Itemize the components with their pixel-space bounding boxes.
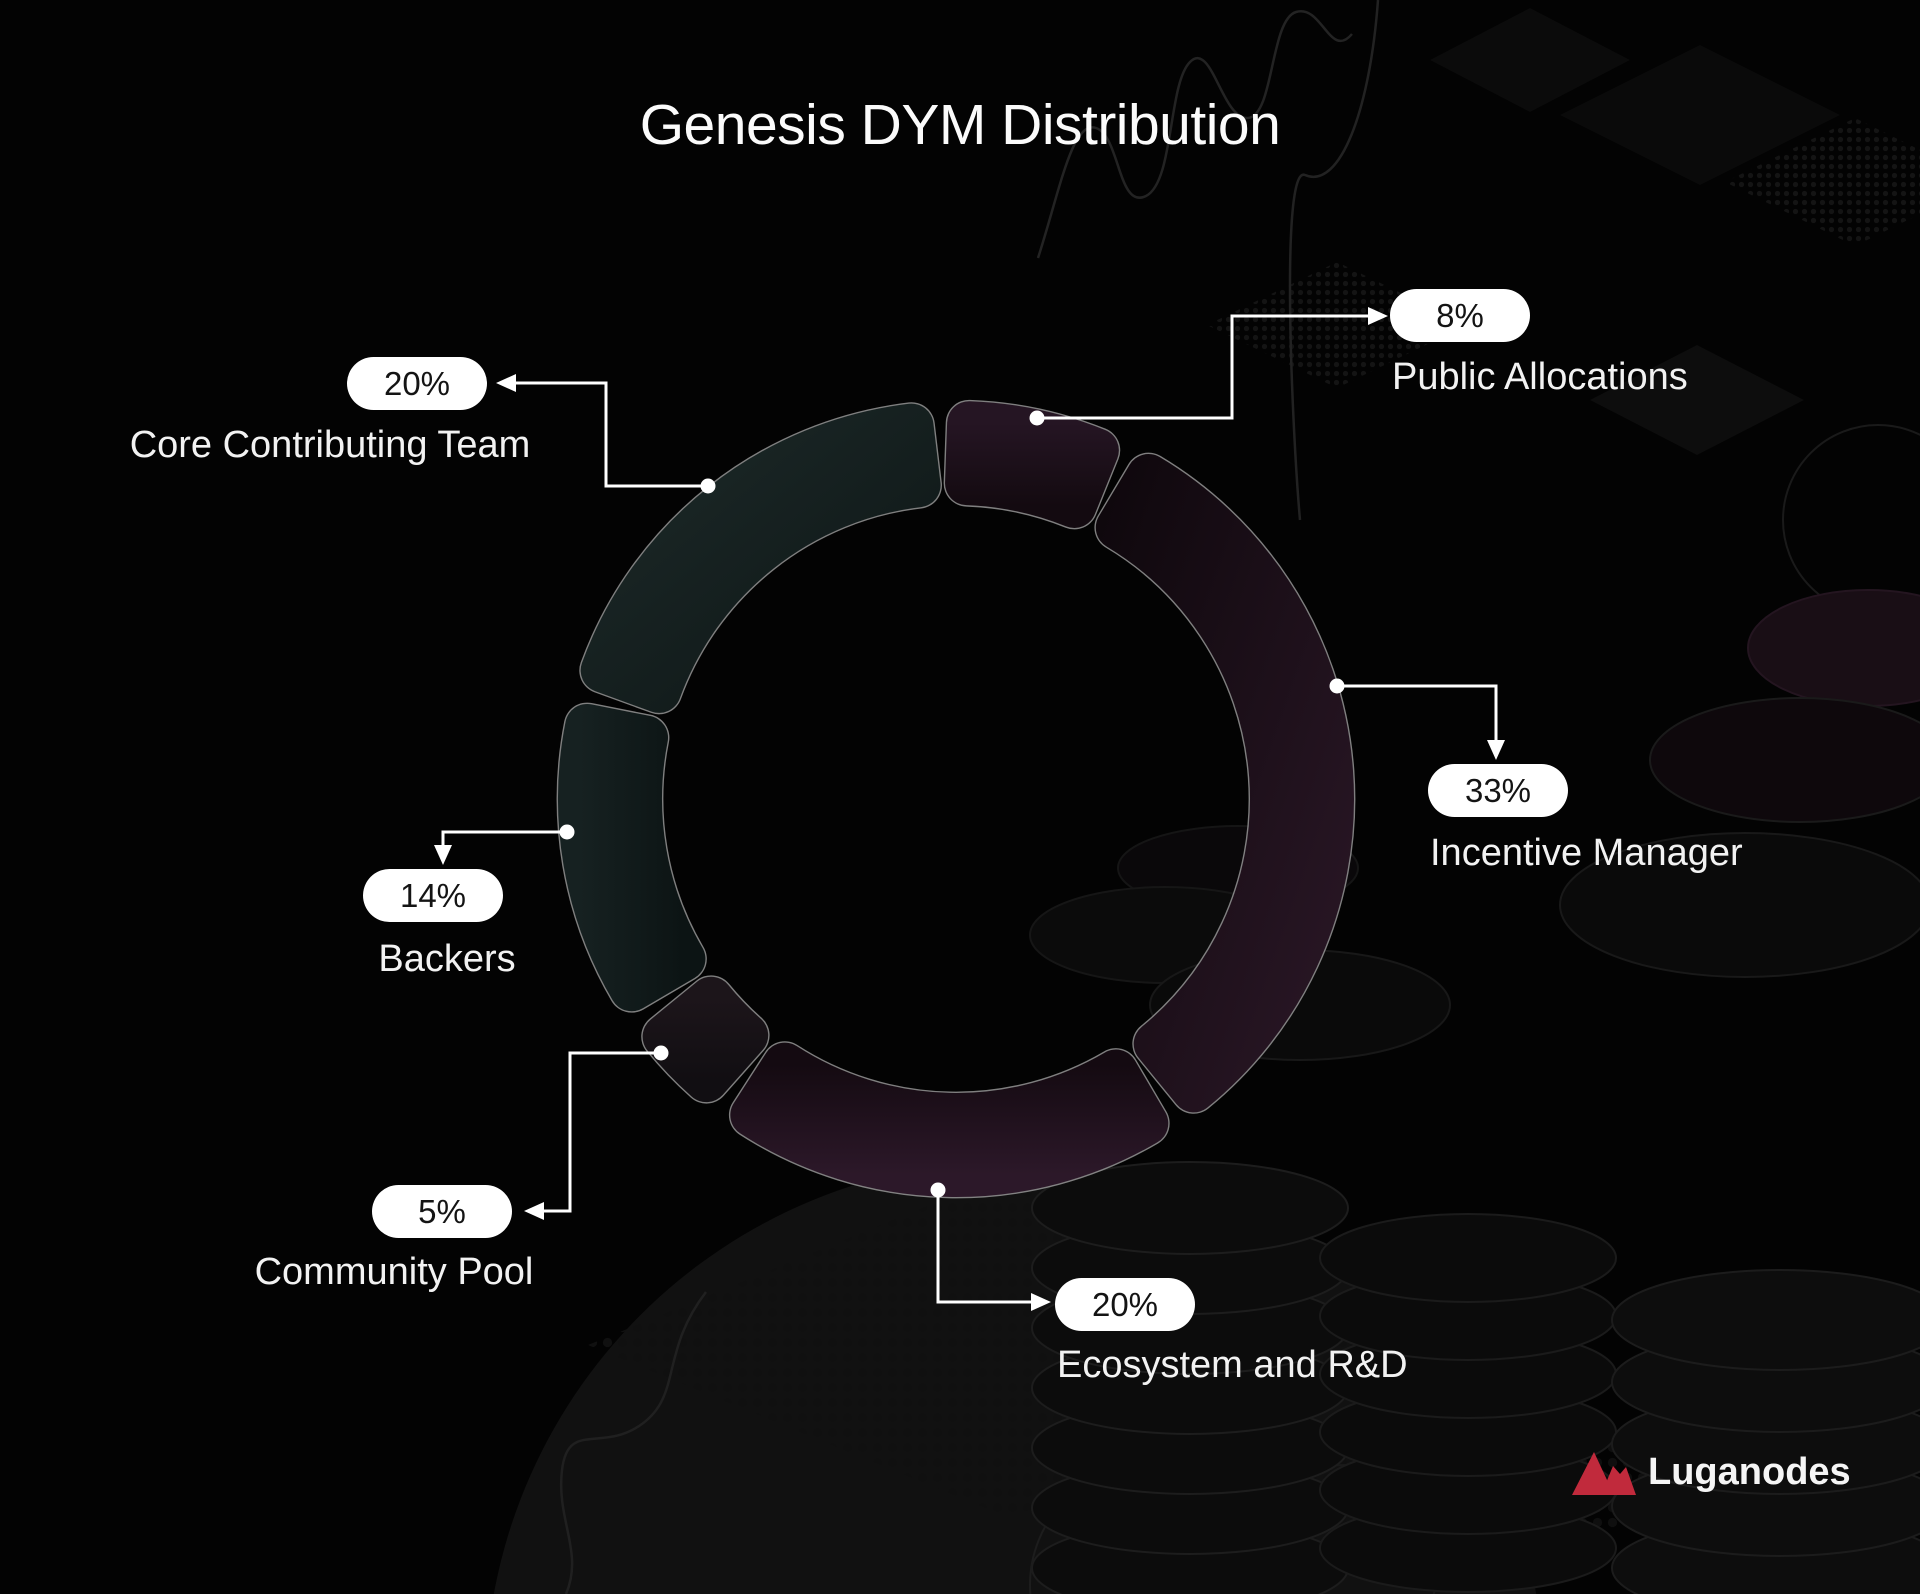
callout-line-community (544, 1051, 661, 1213)
callout-anchor-dot-ecosystem (930, 1182, 946, 1198)
decor-squiggle-line (1036, 10, 1353, 259)
percent-badge: 33% (1428, 764, 1568, 817)
callout-line-backers (441, 830, 567, 845)
decor-coin (1559, 832, 1920, 978)
callout-line-core (516, 381, 708, 488)
mountain-logo-icon (1572, 1452, 1636, 1495)
donut-segment-backers (558, 703, 706, 1012)
decor-squiggle-line (559, 1291, 707, 1594)
donut-chart (556, 399, 1356, 1199)
segment-label: Core Contributing Team (129, 424, 531, 466)
decor-squiggle-line (1288, 0, 1380, 521)
donut-segment-core (580, 403, 941, 713)
callout-arrowhead-public (1368, 307, 1388, 325)
segment-label: Community Pool (254, 1251, 534, 1293)
callout-line-incentive (1337, 684, 1498, 740)
callout-arrowhead-core (496, 374, 516, 392)
percent-badge: 14% (363, 869, 503, 922)
segment-label: Ecosystem and R&D (1057, 1344, 1408, 1386)
callout-anchor-dot-core (700, 478, 716, 494)
segment-label: Backers (378, 938, 516, 980)
callout-line-public (1037, 314, 1368, 420)
percent-badge: 5% (372, 1185, 512, 1238)
decor-dark-diamond (1590, 345, 1804, 455)
page-title: Genesis DYM Distribution (639, 93, 1281, 157)
callout-arrowhead-incentive (1487, 740, 1505, 760)
decor-ring (1782, 424, 1920, 616)
callout-arrowhead-backers (434, 845, 452, 865)
decor-coin-stacks (1031, 1161, 1920, 1594)
percent-badge: 20% (1055, 1278, 1195, 1331)
donut-segment-incentive (1095, 454, 1354, 1113)
callout-anchor-dot-backers (559, 824, 575, 840)
percent-badge: 20% (347, 357, 487, 410)
logo-wordmark: Luganodes (1648, 1450, 1851, 1493)
callout-line-ecosystem (936, 1190, 1031, 1304)
percent-badge: 8% (1390, 289, 1530, 342)
segment-label: Public Allocations (1392, 356, 1688, 398)
segment-label: Incentive Manager (1430, 832, 1743, 874)
callout-arrowhead-ecosystem (1031, 1293, 1051, 1311)
luganodes-logo: Luganodes (1572, 1448, 1851, 1496)
decor-dark-diamond (1430, 8, 1630, 112)
decor-coin (1649, 697, 1920, 823)
decor-dark-diamond (1560, 45, 1840, 185)
decor-coin (1747, 589, 1920, 707)
callout-arrowhead-community (524, 1202, 544, 1220)
decor-coin (1319, 1213, 1617, 1303)
decor-coin (1031, 1161, 1349, 1255)
donut-segment-ecosystem (730, 1042, 1169, 1197)
decor-halftone-diamond (1725, 118, 1920, 246)
donut-segment-public (945, 401, 1119, 529)
decor-coin (1611, 1269, 1920, 1371)
donut-segment-community (642, 976, 769, 1103)
callout-connector-lines (434, 307, 1505, 1311)
callout-anchor-dot-incentive (1329, 678, 1345, 694)
callout-anchor-dot-public (1029, 410, 1045, 426)
callout-anchor-dot-community (653, 1045, 669, 1061)
